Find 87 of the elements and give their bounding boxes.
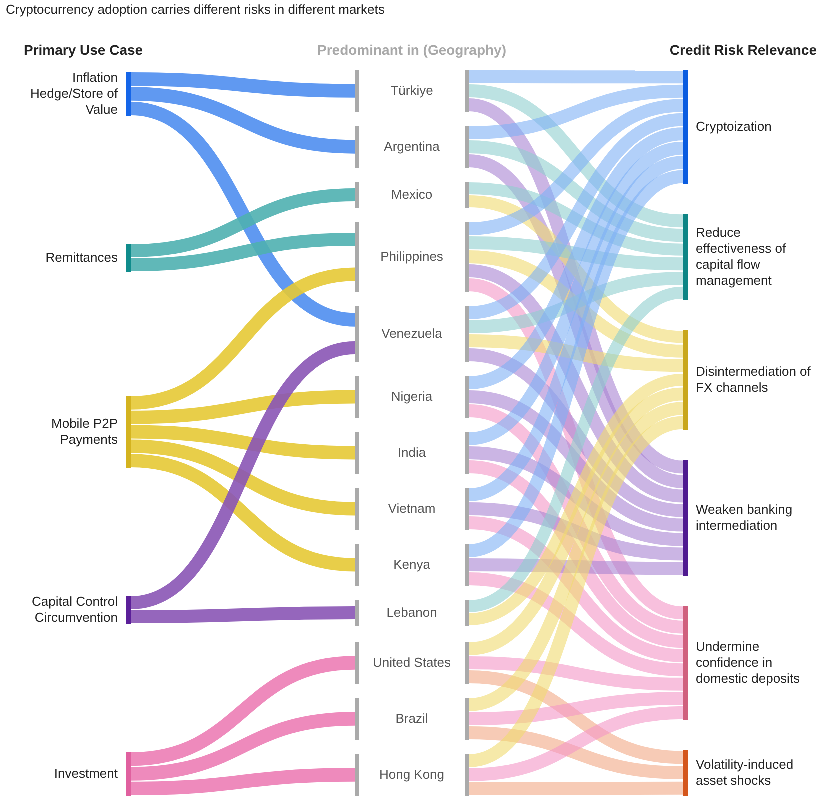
country-node bbox=[355, 70, 469, 112]
flow-band bbox=[130, 425, 356, 460]
flow-band bbox=[130, 102, 356, 327]
flow-band bbox=[467, 170, 685, 558]
flow-band bbox=[130, 72, 356, 98]
flow-band bbox=[130, 342, 356, 610]
flow-band bbox=[468, 272, 684, 334]
country-label: Philippines bbox=[380, 249, 444, 265]
flow-band bbox=[130, 268, 356, 410]
risk-label: Undermine confidence in domestic deposits bbox=[696, 639, 802, 687]
flow-band bbox=[468, 128, 684, 390]
flow-band bbox=[130, 87, 356, 154]
flow-band bbox=[469, 70, 683, 84]
flow-band bbox=[467, 98, 685, 474]
flow-band bbox=[468, 196, 684, 344]
flow-band bbox=[468, 182, 684, 256]
flow-band bbox=[468, 516, 684, 662]
country-node bbox=[355, 222, 469, 292]
flow-band bbox=[468, 402, 684, 712]
flow-band bbox=[130, 768, 356, 796]
flow-band bbox=[130, 233, 356, 272]
use-case-label: Investment bbox=[53, 766, 118, 782]
column-header: Predominant in (Geography) bbox=[318, 42, 506, 58]
country-node bbox=[355, 488, 469, 530]
country-label: Brazil bbox=[396, 711, 428, 727]
flow-band bbox=[130, 606, 356, 624]
country-label: Mexico bbox=[391, 187, 433, 203]
country-label: India bbox=[398, 445, 426, 461]
country-node bbox=[355, 544, 469, 586]
country-label: Venezuela bbox=[382, 326, 442, 342]
flow-band bbox=[130, 390, 356, 424]
flow-band bbox=[468, 236, 684, 271]
flow-band bbox=[468, 670, 684, 764]
flow-band bbox=[468, 706, 684, 782]
flow-band bbox=[468, 142, 684, 446]
flow-band bbox=[468, 446, 684, 546]
flow-band bbox=[468, 502, 684, 561]
country-node bbox=[355, 642, 469, 684]
country-node bbox=[355, 432, 469, 474]
flow-band bbox=[468, 726, 684, 780]
flow-band bbox=[468, 460, 684, 648]
country-label: Kenya bbox=[394, 557, 430, 573]
country-label: United States bbox=[372, 655, 452, 671]
country-label: Hong Kong bbox=[379, 767, 445, 783]
chart-title: Cryptocurrency adoption carries different risks in different markets bbox=[6, 2, 385, 17]
flow-band bbox=[468, 84, 684, 140]
use-case-label: Remittances bbox=[44, 250, 118, 266]
country-node bbox=[355, 600, 469, 626]
flow-band bbox=[468, 390, 684, 532]
flow-band bbox=[468, 264, 684, 503]
country-node bbox=[355, 376, 469, 418]
flow-band bbox=[467, 416, 685, 768]
flow-band bbox=[468, 250, 684, 358]
country-node bbox=[355, 182, 469, 208]
country-node bbox=[355, 126, 469, 168]
country-label: Argentina bbox=[384, 139, 440, 155]
flow-band bbox=[130, 454, 356, 572]
flow-band bbox=[469, 782, 683, 796]
flow-band bbox=[468, 348, 684, 518]
risk-label: Reduce effectiveness of capital flow management bbox=[696, 225, 788, 289]
use-case-label: Mobile P2P Payments bbox=[50, 416, 118, 448]
flow-band bbox=[468, 572, 684, 677]
flow-band bbox=[130, 656, 356, 766]
country-node bbox=[355, 306, 469, 362]
flow-band bbox=[130, 440, 356, 516]
risk-label: Volatility-induced asset shocks bbox=[696, 757, 795, 789]
flow-band bbox=[130, 188, 356, 258]
country-node bbox=[355, 754, 469, 796]
flow-band bbox=[468, 558, 684, 576]
use-case-label: Inflation Hedge/Store of Value bbox=[30, 70, 118, 118]
risk-label: Cryptoization bbox=[696, 119, 773, 135]
flow-band bbox=[468, 692, 684, 726]
flow-band bbox=[468, 113, 684, 320]
risk-label: Weaken banking intermediation bbox=[696, 502, 794, 534]
use-case-label: Capital Control Circumvention bbox=[31, 594, 118, 626]
flow-band bbox=[468, 140, 684, 242]
country-label: Lebanon bbox=[386, 605, 438, 621]
flow-band bbox=[468, 334, 684, 372]
column-header: Primary Use Case bbox=[24, 42, 144, 58]
flow-band bbox=[468, 656, 684, 691]
country-label: Vietnam bbox=[388, 501, 436, 517]
country-node bbox=[355, 698, 469, 740]
country-label: Nigeria bbox=[391, 389, 433, 405]
risk-label: Disintermediation of FX channels bbox=[696, 364, 812, 396]
flow-band bbox=[130, 712, 356, 781]
country-label: Türkiye bbox=[390, 83, 434, 99]
column-header: Credit Risk Relevance bbox=[670, 42, 817, 58]
